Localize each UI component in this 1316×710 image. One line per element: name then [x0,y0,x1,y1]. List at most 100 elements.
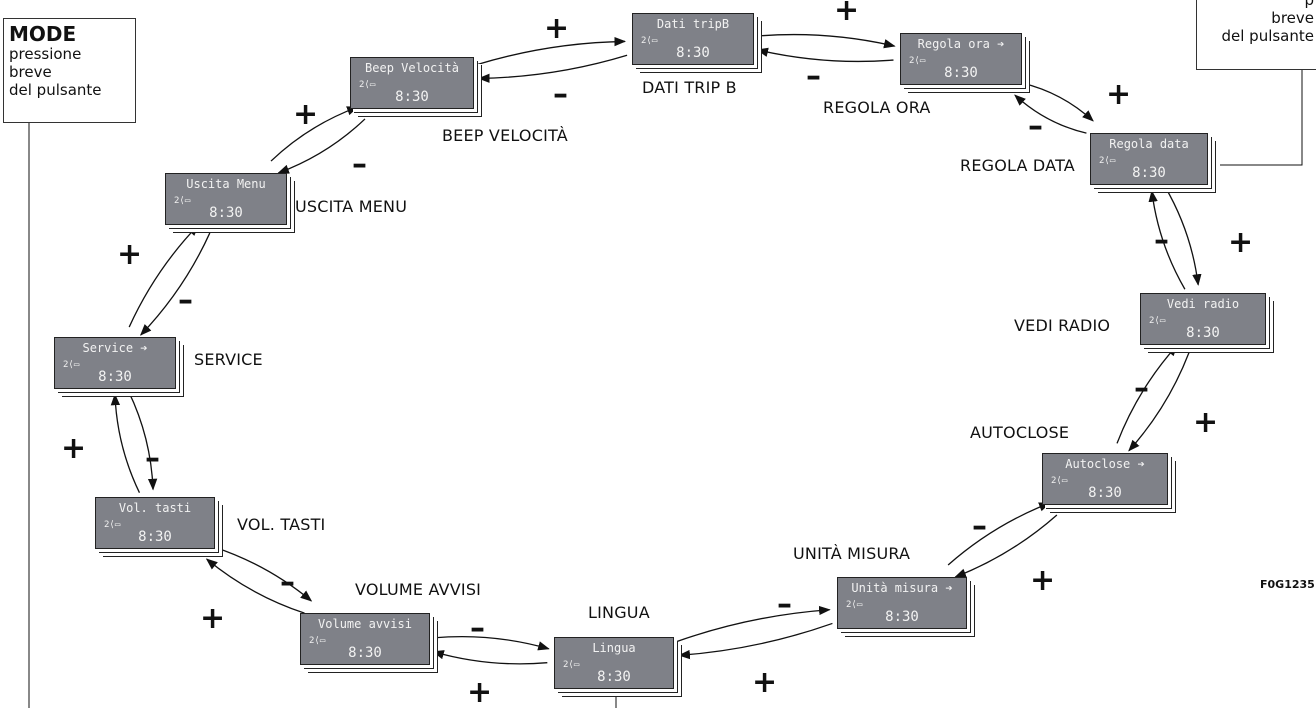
transition-arrow-fwd [432,650,548,665]
display-screen-regola-ora: Regola ora ➔2⟨▭8:30 [900,33,1022,85]
transition-arrow-fwd [270,106,359,162]
transition-arrow-fwd [476,36,627,66]
minus-sign: – [1028,109,1043,144]
gear-status-icon: 2⟨▭ [1051,476,1068,486]
caption-dati-trip-b: DATI TRIP B [642,78,737,97]
transition-arrow-fwd [758,33,896,49]
caption-volume-avvisi: VOLUME AVVISI [355,580,482,599]
transition-arrow-back [127,391,158,491]
gear-status-icon: 2⟨▭ [359,80,376,90]
display-clock: 8:30 [1088,485,1122,501]
plus-sign: + [467,675,493,710]
transition-arrow-fwd [678,622,833,660]
transition-arrow-fwd [110,393,141,493]
minus-sign: – [1154,223,1169,258]
gear-status-icon: 2⟨▭ [1099,156,1116,166]
plus-sign: + [834,0,860,28]
top-box-line: p [1304,0,1314,9]
gear-status-icon: 2⟨▭ [909,56,926,66]
display-clock: 8:30 [885,609,919,625]
caption-vol-tasti: VOL. TASTI [237,515,326,534]
display-title: Dati tripB [656,17,730,31]
gear-status-icon: 2⟨▭ [846,600,863,610]
transition-arrow-back [1116,344,1178,444]
mode-line: pressione [9,45,82,63]
minus-sign: – [1134,371,1149,406]
display-title: Volume avvisi [318,617,412,631]
mode-line: breve [9,63,52,81]
transition-arrow-back [756,47,894,63]
caption-vedi-radio: VEDI RADIO [1014,316,1111,335]
display-title: Unità misura ➔ [851,581,953,595]
top-box-line: del pulsante [1221,27,1314,45]
display-title: Vedi radio [1166,297,1240,311]
gear-status-icon: 2⟨▭ [63,360,80,370]
transition-arrow-fwd [128,224,200,328]
display-clock: 8:30 [348,645,382,661]
minus-sign: – [280,565,295,600]
plus-sign: + [752,665,778,700]
plus-sign: + [1193,405,1219,440]
caption-regola-ora: REGOLA ORA [823,98,931,117]
transition-arrow-back [477,54,628,83]
top-info-box: p breve del pulsante [1196,0,1316,70]
display-screen-service: Service ➔2⟨▭8:30 [54,337,176,389]
gear-status-icon: 2⟨▭ [1149,316,1166,326]
transition-arrow-back [434,635,550,651]
transition-arrow-fwd [1128,352,1190,452]
display-title: Vol. tasti [118,501,192,515]
transition-arrow-fwd [954,514,1058,578]
minus-sign: – [777,587,792,622]
minus-sign: – [352,147,367,182]
transition-arrow-back [1014,94,1087,134]
minus-sign: – [178,283,193,318]
display-screen-autoclose: Autoclose ➔2⟨▭8:30 [1042,453,1168,505]
display-screen-unita-misura: Unità misura ➔ 2⟨▭ 8:30 [837,577,967,629]
top-box-line: breve [1271,9,1314,27]
gear-status-icon: 2⟨▭ [641,36,658,46]
caption-uscita-menu: USCITA MENU [295,197,408,216]
mode-heading: MODE [9,22,77,46]
transition-arrow-back [947,502,1051,566]
caption-service: SERVICE [194,350,263,369]
display-screen-regola-data: Regola data 2⟨▭ 8:30 [1090,133,1208,185]
display-clock: 8:30 [1186,325,1220,341]
mode-line: del pulsante [9,81,102,99]
transition-arrow-fwd [1021,82,1094,122]
caption-beep-velocita: BEEP VELOCITÀ [442,126,568,145]
transition-arrow-back [1148,190,1186,290]
minus-sign: – [470,611,485,646]
gear-status-icon: 2⟨▭ [174,196,191,206]
display-clock: 8:30 [395,89,429,105]
minus-sign: – [806,59,821,94]
display-clock: 8:30 [944,65,978,81]
plus-sign: + [293,97,319,132]
minus-sign: – [145,441,160,476]
display-screen-dati-trip-b: Dati tripB 2⟨▭ 8:30 [632,13,754,65]
top-box-leader [1220,70,1303,166]
gear-status-icon: 2⟨▭ [563,660,580,670]
display-clock: 8:30 [98,369,132,385]
transition-arrow-back [676,605,831,643]
transition-arrow-fwd [205,558,305,614]
display-title: Beep Velocità [365,61,459,75]
mode-info-box: MODE pressione breve del pulsante [3,18,136,123]
caption-unita-misura: UNITÀ MISURA [793,544,911,563]
plus-sign: + [200,601,226,636]
caption-lingua: LINGUA [588,603,650,622]
plus-sign: + [1228,225,1254,260]
display-title: Regola data [1109,137,1189,151]
plus-sign: + [117,237,143,272]
display-clock: 8:30 [676,45,710,61]
transition-arrow-back [277,118,366,174]
minus-sign: – [553,77,568,112]
display-clock: 8:30 [1132,165,1166,181]
display-clock: 8:30 [138,529,172,545]
display-clock: 8:30 [209,205,243,221]
plus-sign: + [1030,563,1056,598]
